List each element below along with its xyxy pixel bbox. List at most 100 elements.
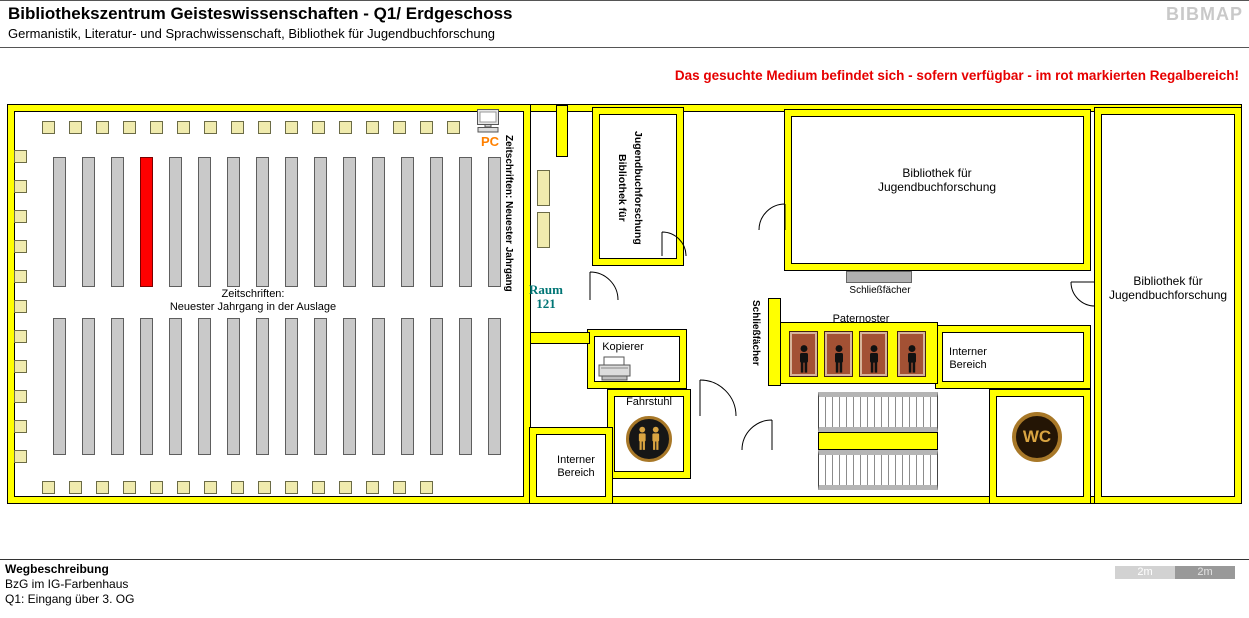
wc-label: WC [1022,427,1052,446]
interner-bereich-sw-label: Interner Bereich [557,454,595,479]
paternoster-label: Paternoster [832,313,890,325]
wall-shelf [14,420,27,433]
bookshelf [82,318,95,455]
wall-shelf [285,481,298,494]
wall-shelf [420,481,433,494]
wall-shelf [96,121,109,134]
bookshelf [256,157,269,287]
wall-shelf [366,481,379,494]
bookshelf [169,157,182,287]
person-icon [834,345,843,373]
bookshelf [372,157,385,287]
paternoster-shaft [780,322,938,384]
wall-shelf [231,121,244,134]
room-bibliothek-jugendbuch-north [785,110,1090,270]
bookshelf [198,318,211,455]
person-icon [907,345,916,373]
bookshelf [53,318,66,455]
wc-icon: WC [1012,412,1062,462]
room-wc [990,390,1090,503]
stair-landing [818,432,938,450]
bookshelf [169,318,182,455]
bookshelf [198,157,211,287]
wall-shelf [14,150,27,163]
wall-shelf [14,330,27,343]
paternoster-car [897,331,926,377]
footer-line2: Q1: Eingang über 3. OG [5,592,135,606]
wall-shelf [339,481,352,494]
wall-shelf [177,121,190,134]
wall-shelf [447,121,460,134]
paternoster-car [789,331,818,377]
wall-shelf [14,210,27,223]
schliessfaecher-vertical-label: Schließfächer [750,300,761,366]
bibliothek-east-label: Bibliothek für Jugendbuchforschung [1108,274,1228,302]
wall-shelf [231,481,244,494]
wall-shelf [150,121,163,134]
bookshelf [227,157,240,287]
wall-shelf [339,121,352,134]
wall-shelf [123,121,136,134]
bookshelf [285,157,298,287]
page-subtitle: Germanistik, Literatur- und Sprachwissen… [8,26,496,41]
scale-bar-left: 2m [1115,566,1175,579]
wall-shelf [285,121,298,134]
bookshelf [430,318,443,455]
zeitschriften-auslage-label: Zeitschriften: Neuester Jahrgang in der … [169,288,337,313]
copier-icon [598,356,631,381]
paternoster-car [824,331,853,377]
footer-line1: BzG im IG-Farbenhaus [5,577,129,591]
bookshelf [459,318,472,455]
pc-icon [477,109,499,133]
top-edge-line [0,0,1249,1]
bookshelf [401,157,414,287]
bibliothek-north-label: Bibliothek für Jugendbuchforschung [877,166,997,194]
wall-shelf [312,121,325,134]
corridor-shelf [537,170,550,206]
fahrstuhl-label: Fahrstuhl [626,396,672,408]
paternoster-car [859,331,888,377]
zeitschriften-vertical-label: Zeitschriften: Neuester Jahrgang [503,135,514,292]
person-icon [869,345,878,373]
page-title: Bibliothekszentrum Geisteswissenschaften… [8,4,513,23]
bookshelf [401,318,414,455]
bibliothek-vertical-label: Bibliothek für Jugendbuchforschung [616,131,644,245]
wall-shelf [14,300,27,313]
wall-shelf [42,481,55,494]
wall-segment [556,105,568,157]
stair-flight [818,450,938,490]
bookshelf [343,157,356,287]
bookshelf-highlighted [140,157,153,287]
pc-label: PC [480,134,500,149]
bookshelf [140,318,153,455]
header-divider [0,47,1249,48]
wall-shelf [258,481,271,494]
bibmap-logo: BIBMAP [1166,4,1243,24]
footer-heading: Wegbeschreibung [5,562,109,576]
wall-shelf [69,121,82,134]
wall-shelf [366,121,379,134]
corridor-shelf [537,212,550,248]
wall-shelf [42,121,55,134]
raum-121-label: Raum 121 [529,282,563,311]
wall-shelf [96,481,109,494]
elevator-persons-icon [638,426,660,450]
lockers-block [846,271,912,283]
wall-shelf [393,121,406,134]
wall-shelf [420,121,433,134]
wall-shelf [312,481,325,494]
wall-shelf [14,270,27,283]
wall-segment [530,332,590,344]
room-interner-bereich-e [936,326,1090,388]
schliessfaecher-label: Schließfächer [849,285,911,296]
wall-shelf [14,240,27,253]
staircase [818,392,938,492]
bookshelf [343,318,356,455]
wall-shelf [177,481,190,494]
wall-shelf [258,121,271,134]
interner-bereich-e-label: Interner Bereich [949,346,987,371]
bookshelf [82,157,95,287]
bookshelf [459,157,472,287]
wall-shelf [123,481,136,494]
